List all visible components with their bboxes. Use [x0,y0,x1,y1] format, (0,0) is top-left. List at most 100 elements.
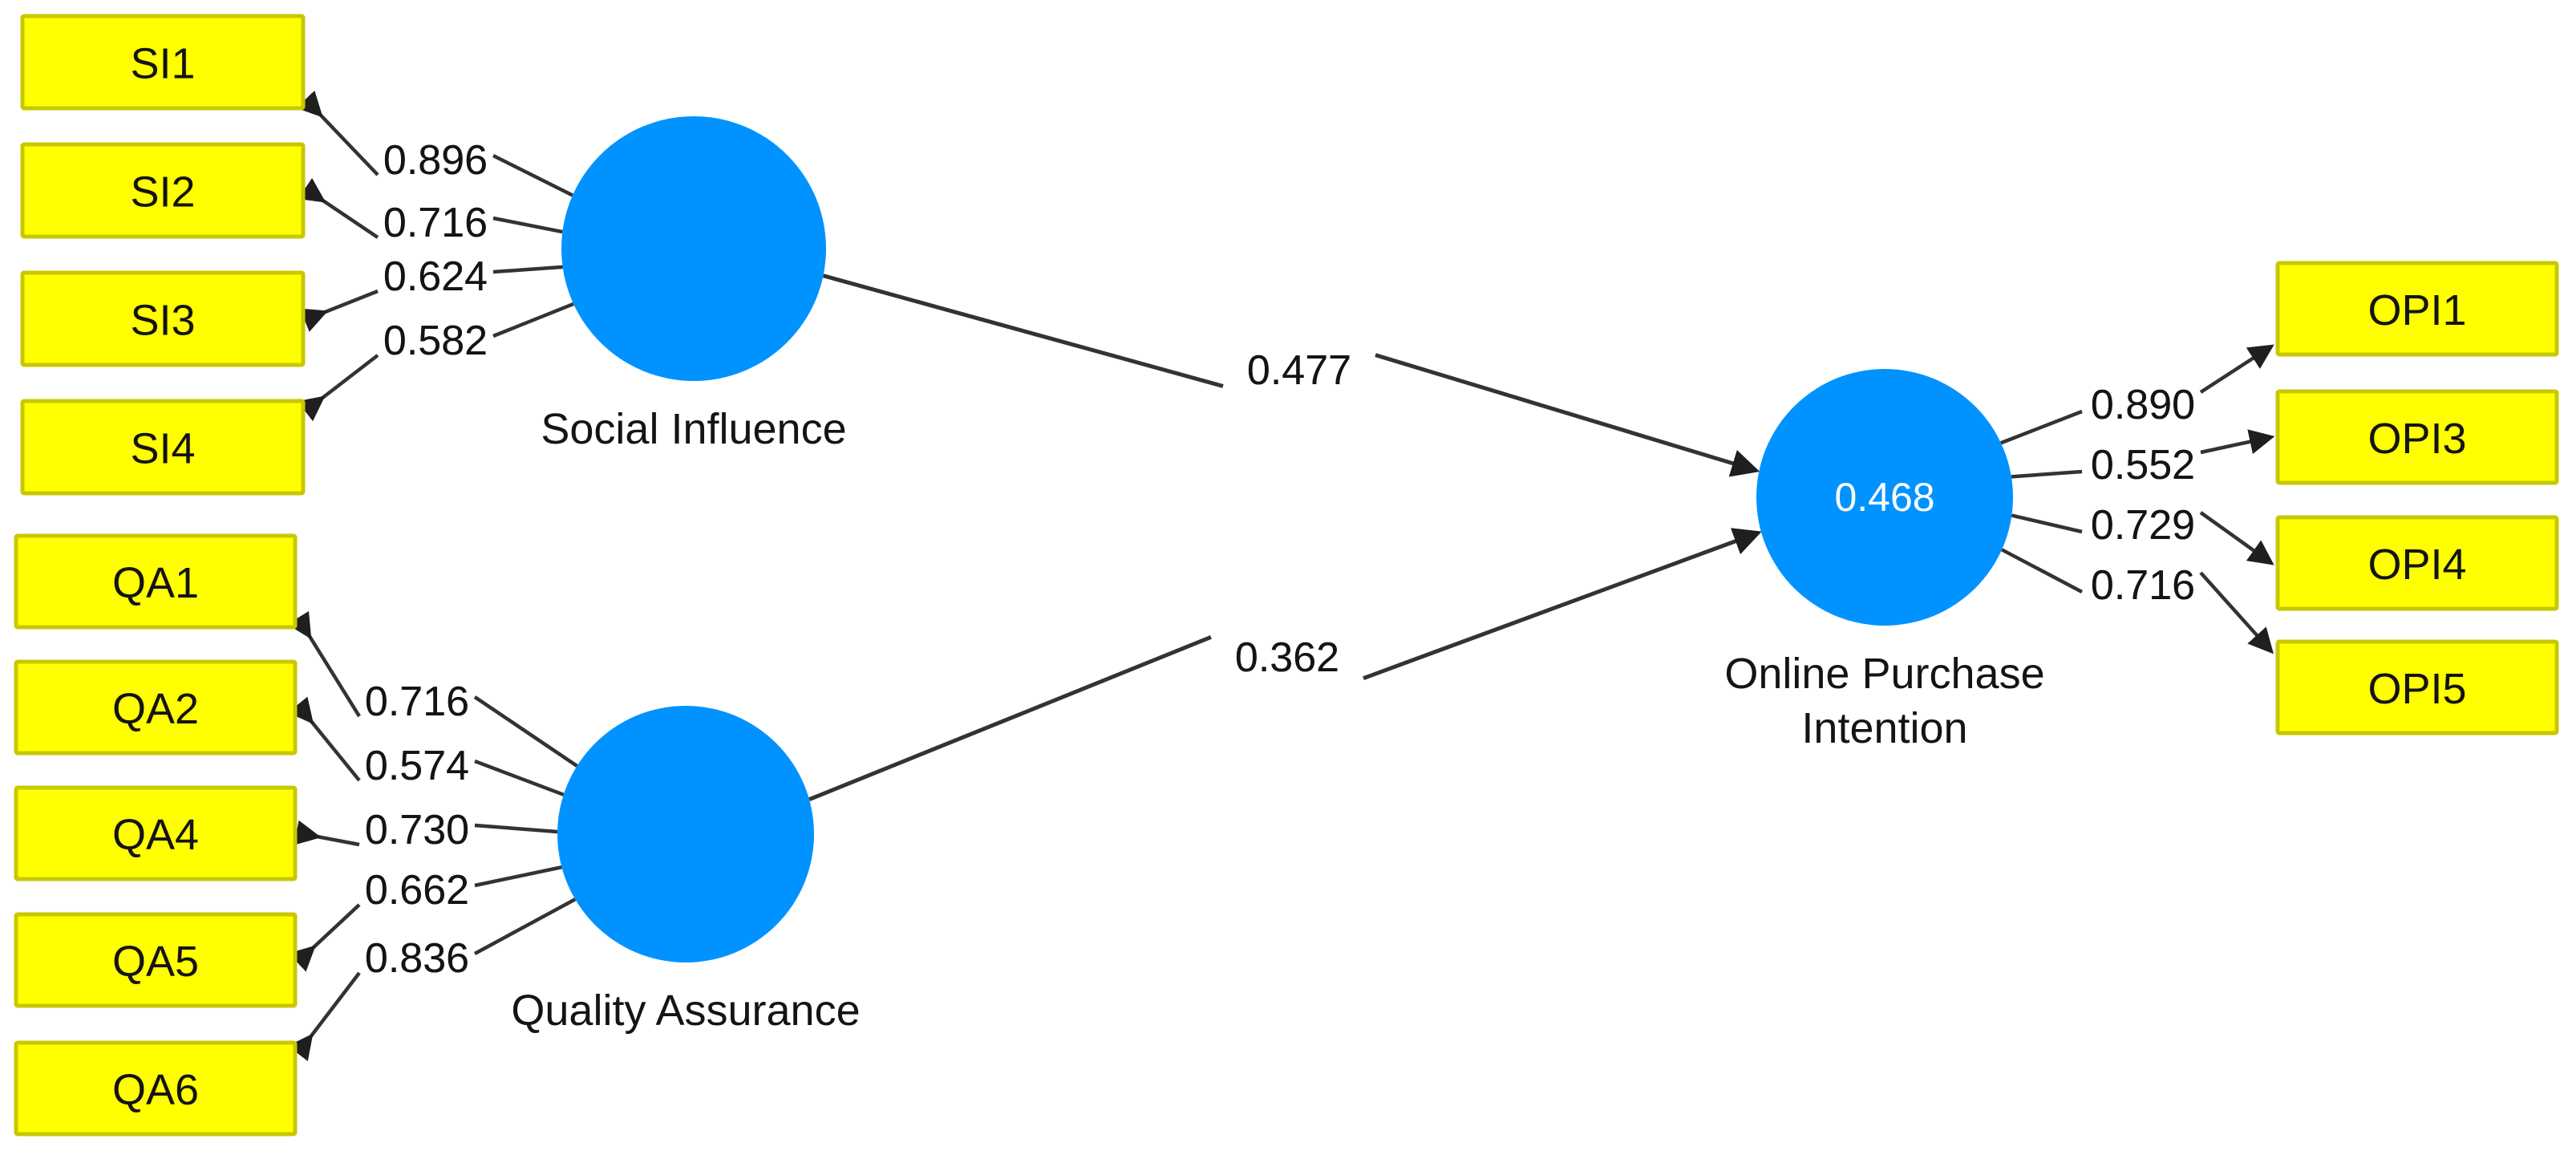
measurement-link-qa5 [474,865,562,888]
indicator-box[interactable] [2275,639,2559,735]
indicator-box[interactable] [2275,515,2559,611]
indicator-label: OPI1 [2367,286,2466,334]
indicator-label: QA6 [112,1066,199,1114]
loading-label-qa2-halo: 0.574 [365,743,469,789]
loading-label-opi4: 0.729 [2091,502,2195,549]
measurement-link-si3 [492,265,563,274]
loading-label-si2: 0.716 [383,200,488,246]
indicator-opi5[interactable]: OPI5 [2275,639,2559,735]
indicator-opi3[interactable]: OPI3 [2275,389,2559,485]
loading-label-si1: 0.896 [383,137,488,184]
measurement-link-qa1 [473,695,578,768]
loading-label-opi5: 0.716 [2091,562,2195,609]
indicator-qa1[interactable]: QA1 [14,533,298,630]
loading-label-si3-halo: 0.624 [383,253,488,300]
measurement-arrow-qa2 [287,696,361,782]
loading-label-opi4-halo: 0.729 [2091,502,2195,549]
loading-label-si1-halo: 0.896 [383,137,488,184]
loading-label-qa4: 0.730 [365,807,469,853]
indicator-box[interactable] [2275,389,2559,485]
indicator-box[interactable] [2275,261,2559,357]
measurement-arrow-opi3 [2200,429,2275,455]
measurement-link-si4 [492,302,574,338]
measurement-arrow-qa5 [288,903,361,972]
loading-label-si2-halo: 0.716 [383,200,488,246]
structural-path-qa-to-opi-seg1 [808,634,1212,802]
indicator-label: QA2 [112,685,199,733]
path-coefficient-si-to-opi: 0.477 [1247,347,1351,394]
measurement-arrow-opi1 [2199,344,2274,394]
r2-value: 0.468 [1834,475,1934,520]
loading-label-opi3-halo: 0.552 [2091,442,2195,488]
indicator-box[interactable] [20,142,306,239]
construct-label: Online Purchase [1724,650,2044,698]
measurement-arrow-opi5 [2199,571,2274,654]
indicator-qa5[interactable]: QA5 [14,912,298,1008]
path-coefficient-si-to-opi-halo: 0.477 [1247,347,1351,394]
indicator-label: SI4 [130,425,195,473]
loading-label-si4-halo: 0.582 [383,318,488,364]
loading-label-qa6-halo: 0.836 [365,935,469,982]
measurement-arrow-si3 [300,289,379,332]
measurement-arrow-si1 [296,90,379,176]
construct-circle[interactable] [557,706,814,962]
value-labels-layer: 0.8960.8960.7160.7160.6240.6240.5820.582… [359,132,2201,987]
indicator-si2[interactable]: SI2 [20,142,306,239]
indicator-si3[interactable]: SI3 [20,270,306,367]
measurement-link-si1 [492,153,573,197]
indicator-box[interactable] [14,785,298,881]
indicator-box[interactable] [20,399,306,496]
indicator-qa6[interactable]: QA6 [14,1040,298,1137]
indicator-label: OPI4 [2367,541,2466,589]
loading-label-qa6: 0.836 [365,935,469,982]
construct-circle[interactable] [1756,369,2013,626]
measurement-link-opi3 [2011,469,2083,479]
indicator-label: SI1 [130,40,195,88]
indicator-si1[interactable]: SI1 [20,14,306,111]
indicator-box[interactable] [20,14,306,111]
structural-path-qa-to-opi-seg2 [1363,528,1762,681]
construct-label-line2: Intention [1801,704,1967,752]
indicator-box[interactable] [20,270,306,367]
measurement-link-opi1 [2000,409,2083,445]
measurement-link-opi5 [2001,548,2084,594]
loading-label-opi1-halo: 0.890 [2091,382,2195,428]
construct-label: Social Influence [541,405,846,453]
measurement-arrow-qa6 [287,971,361,1062]
indicator-label: QA5 [112,938,199,986]
measurement-link-si2 [492,216,563,234]
indicator-label: QA1 [112,559,199,607]
loading-label-qa5: 0.662 [365,867,469,914]
indicator-box[interactable] [14,659,298,756]
indicator-si4[interactable]: SI4 [20,399,306,496]
construct-social-influence[interactable]: Social Influence [541,116,847,453]
measurement-link-opi4 [2011,513,2083,534]
indicator-opi1[interactable]: OPI1 [2275,261,2559,357]
loading-label-opi3: 0.552 [2091,442,2195,488]
indicator-qa2[interactable]: QA2 [14,659,298,756]
path-coefficient-qa-to-opi-halo: 0.362 [1235,634,1339,681]
construct-label: Quality Assurance [511,987,860,1035]
loading-label-opi5-halo: 0.716 [2091,562,2195,609]
indicator-label: SI3 [130,297,195,345]
indicator-box[interactable] [14,1040,298,1137]
indicator-qa4[interactable]: QA4 [14,785,298,881]
indicator-box[interactable] [14,912,298,1008]
indicator-label: SI2 [130,168,195,217]
indicator-opi4[interactable]: OPI4 [2275,515,2559,611]
loading-label-si3: 0.624 [383,253,488,300]
loading-label-qa5-halo: 0.662 [365,867,469,914]
structural-path-si-to-opi-seg1 [822,274,1224,388]
structural-path-si-to-opi-seg2 [1375,353,1760,477]
path-coefficient-qa-to-opi: 0.362 [1235,634,1339,681]
construct-quality-assurance[interactable]: Quality Assurance [511,706,861,1035]
indicator-box[interactable] [14,533,298,630]
indicator-label: OPI5 [2367,665,2466,713]
construct-circle[interactable] [561,116,826,381]
indicator-label: QA4 [112,811,199,859]
loading-label-qa1-halo: 0.716 [365,679,469,725]
indicator-label: OPI3 [2367,415,2466,463]
